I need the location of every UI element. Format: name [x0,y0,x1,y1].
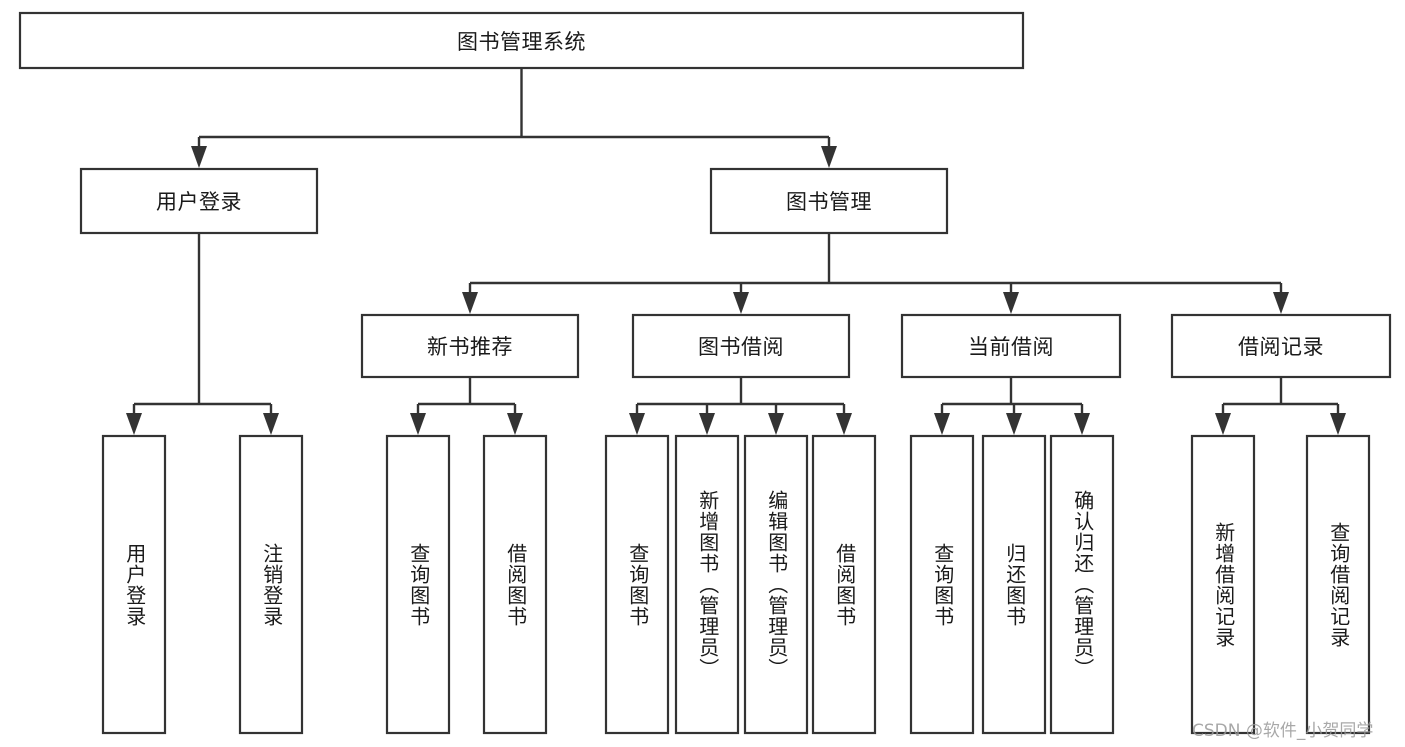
node-box-layer [18,11,1392,735]
arrow-head-icon [1273,292,1289,314]
arrow-head-icon [733,292,749,314]
node-box-bookmgmt [709,167,949,235]
arrow-head-icon [1006,413,1022,435]
arrow-head-icon [1330,413,1346,435]
arrow-head-icon [462,292,478,314]
node-box-leaf-current-3 [1049,434,1115,735]
node-box-leaf-newbook-1 [385,434,451,735]
arrow-head-icon [410,413,426,435]
arrow-head-icon [629,413,645,435]
node-box-login [79,167,319,235]
arrow-head-icon [836,413,852,435]
node-box-leaf-current-2 [981,434,1047,735]
node-box-borrow [631,313,851,379]
node-box-leaf-borrow-2 [674,434,740,735]
connector-layer [126,68,1346,435]
node-box-newbook [360,313,580,379]
arrow-head-icon [1074,413,1090,435]
node-box-leaf-login-2 [238,434,304,735]
arrow-head-icon [934,413,950,435]
node-box-current [900,313,1122,379]
node-box-leaf-record-2 [1305,434,1371,735]
arrow-head-icon [191,146,207,168]
arrow-head-icon [821,146,837,168]
node-box-leaf-login-1 [101,434,167,735]
arrow-head-icon [768,413,784,435]
node-box-leaf-newbook-2 [482,434,548,735]
node-box-leaf-record-1 [1190,434,1256,735]
node-box-leaf-borrow-3 [743,434,809,735]
arrow-head-icon [1215,413,1231,435]
node-box-leaf-borrow-1 [604,434,670,735]
node-box-root [18,11,1025,70]
watermark-text: CSDN @软件_小贺同学 [1192,721,1374,741]
arrow-head-icon [126,413,142,435]
node-box-leaf-borrow-4 [811,434,877,735]
arrow-head-icon [1003,292,1019,314]
arrow-head-icon [507,413,523,435]
arrow-head-icon [263,413,279,435]
node-box-record [1170,313,1392,379]
node-box-leaf-current-1 [909,434,975,735]
arrow-head-icon [699,413,715,435]
